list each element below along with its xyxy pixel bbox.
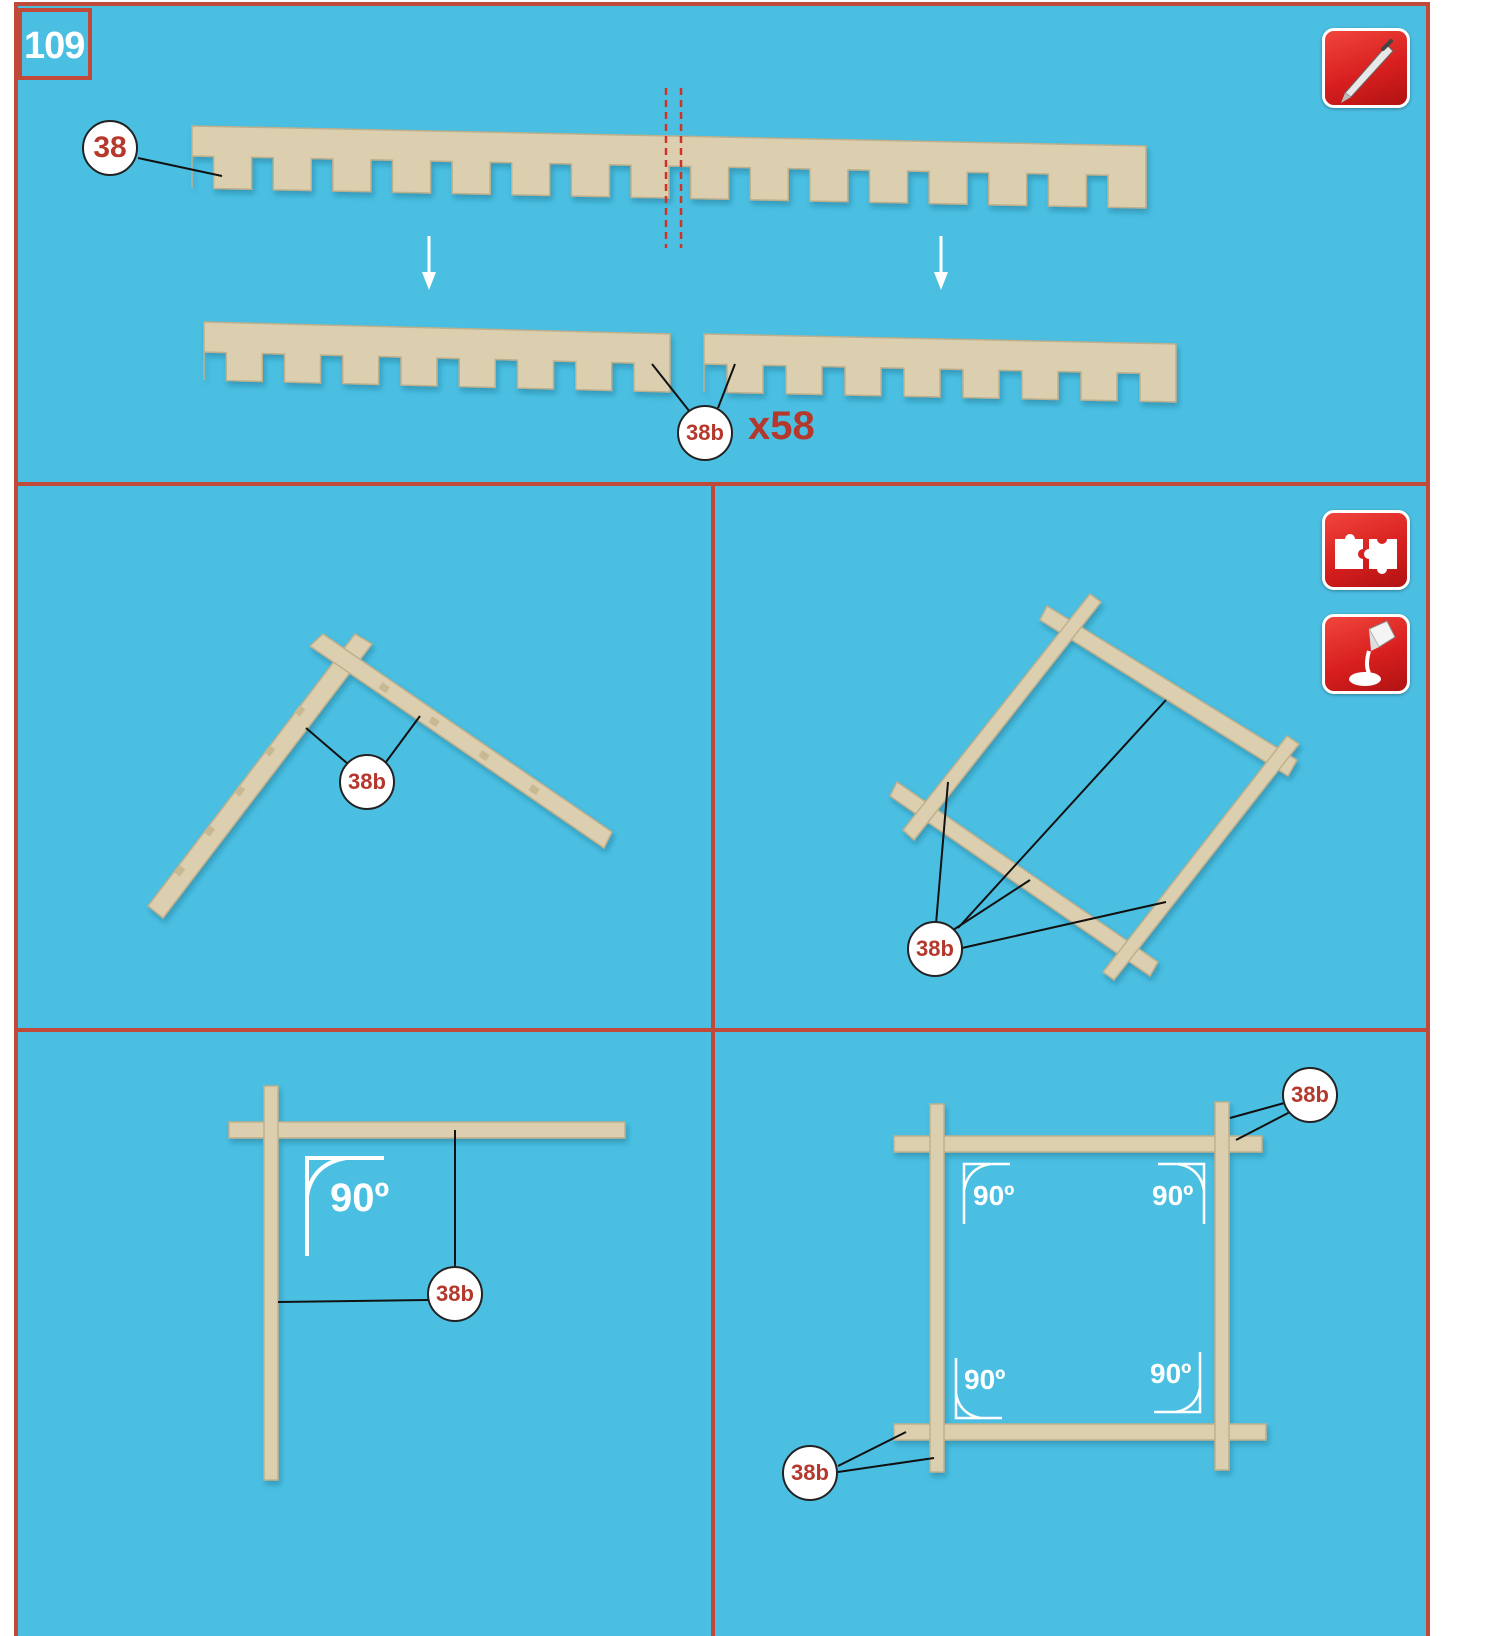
square-frame-tilted — [890, 594, 1299, 980]
part-label-38b-step2: 38b — [339, 754, 395, 810]
part-label-38: 38 — [82, 120, 138, 176]
down-arrow-icon — [422, 236, 948, 290]
angle-label-bottom-right: 90º — [1150, 1358, 1191, 1390]
angle-label: 90º — [330, 1176, 389, 1221]
part-label-38b-step3: 38b — [907, 921, 963, 977]
square-frame-final — [894, 1102, 1266, 1472]
leader-lines-step3 — [936, 700, 1166, 948]
strip-38-long — [192, 126, 1146, 208]
angle-label-bottom-left: 90º — [964, 1364, 1005, 1396]
angle-label-top-left: 90º — [973, 1180, 1014, 1212]
angle-label-top-right: 90º — [1152, 1180, 1193, 1212]
strip-38b-left — [204, 322, 670, 392]
quantity-label: x58 — [748, 404, 815, 449]
strip-38b-right — [704, 334, 1176, 402]
strip-pair-l — [229, 1086, 625, 1480]
part-label-38b-step4: 38b — [427, 1266, 483, 1322]
part-label-38b-bottom: 38b — [782, 1445, 838, 1501]
part-label-38b-result: 38b — [677, 405, 733, 461]
part-label-38b-top: 38b — [1282, 1067, 1338, 1123]
